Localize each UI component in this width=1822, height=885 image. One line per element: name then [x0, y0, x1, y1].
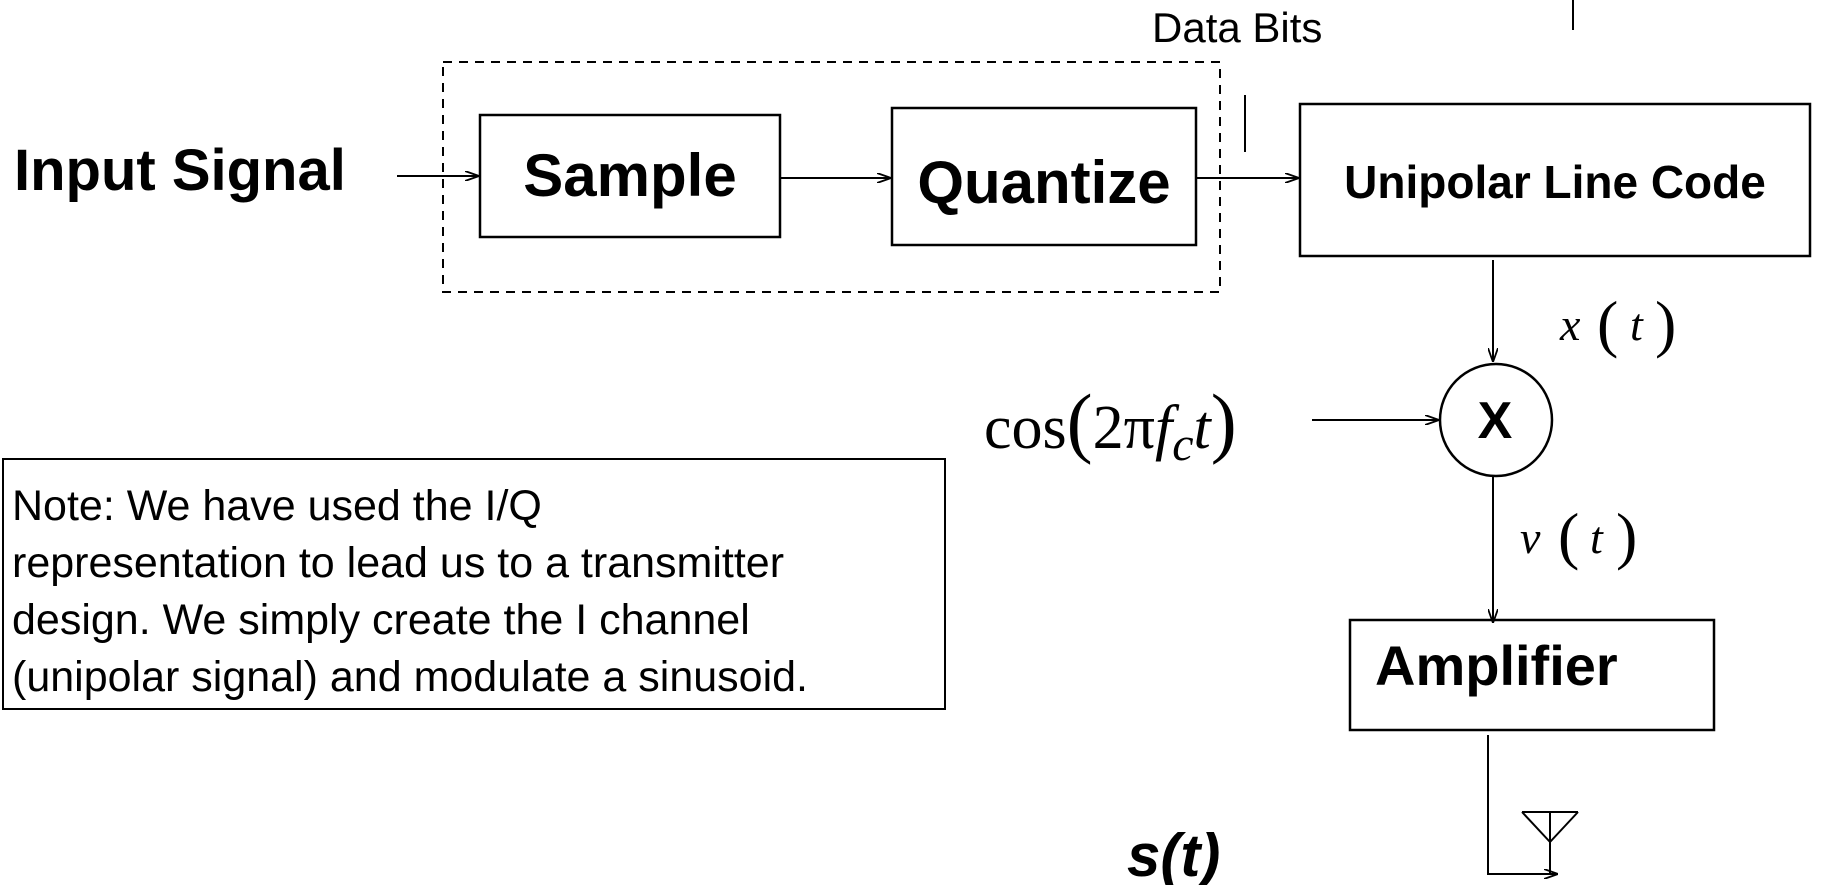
carrier-close-paren: ): [1211, 378, 1237, 465]
note-line: (unipolar signal) and modulate a sinusoi…: [12, 653, 808, 701]
x-of-t-label: x ( t ): [1559, 288, 1676, 359]
sample-block: [478, 113, 782, 239]
carrier-open-paren: (: [1067, 378, 1093, 465]
note-box: Note: We have used the I/Q representatio…: [2, 458, 946, 710]
carrier-pi: π: [1124, 394, 1155, 462]
carrier-t: t: [1194, 394, 1213, 462]
v-of-t-label: v ( t ): [1520, 500, 1637, 571]
output-signal-name: s: [1127, 822, 1160, 885]
multiplier-circle: [1438, 362, 1554, 478]
adc-dashed-enclosure: [442, 61, 1221, 293]
x-close-paren: ): [1655, 288, 1676, 359]
svg-text:cos(2πfct): cos(2πfct): [984, 378, 1237, 471]
carrier-func: cos: [984, 394, 1067, 462]
v-close-paren: ): [1616, 500, 1637, 571]
carrier-coef: 2: [1093, 394, 1124, 462]
note-line: design. We simply create the I channel: [12, 596, 750, 644]
unipolar-line-code-block: [1298, 102, 1812, 258]
v-open-paren: (: [1558, 500, 1579, 571]
quantize-label: Quantize: [917, 149, 1170, 216]
sample-label: Sample: [523, 142, 736, 209]
x-signal-name: x: [1559, 299, 1581, 350]
input-signal-label: Input Signal: [14, 138, 346, 203]
data-bits-label: Data Bits: [1152, 4, 1322, 51]
carrier-expression: cos(2πfct): [984, 378, 1237, 471]
v-signal-arg: t: [1590, 512, 1604, 563]
x-signal-arg: t: [1630, 299, 1644, 350]
note-line: Note: We have used the I/Q: [12, 482, 542, 530]
x-open-paren: (: [1597, 288, 1618, 359]
note-line: representation to lead us to a transmitt…: [12, 539, 785, 587]
multiplier-symbol: X: [1478, 392, 1513, 450]
v-signal-name: v: [1520, 512, 1541, 563]
carrier-subscript: c: [1172, 418, 1193, 471]
amplifier-block: [1348, 618, 1716, 732]
output-signal-arg: t: [1180, 822, 1203, 885]
amplifier-to-antenna-line: [1487, 735, 1557, 874]
output-signal-label: s(t): [1127, 822, 1220, 885]
antenna-icon: [1521, 811, 1579, 874]
quantize-block: [890, 106, 1198, 247]
amplifier-label: Amplifier: [1375, 634, 1618, 697]
unipolar-line-code-label: Unipolar Line Code: [1344, 156, 1766, 208]
